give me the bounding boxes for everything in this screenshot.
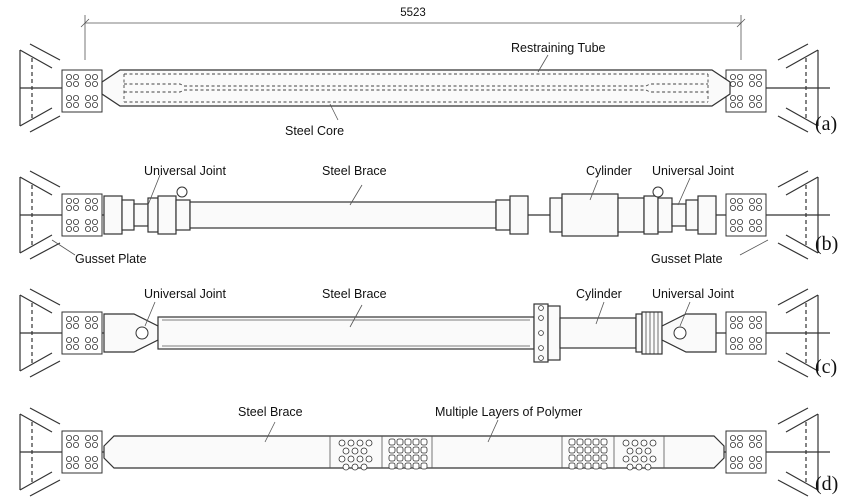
panel-letter-d: (d) [815, 473, 838, 495]
label-steel-brace-b: Steel Brace [322, 164, 387, 178]
panel-letter-c: (c) [815, 356, 837, 378]
panel-d: Steel Brace Multiple Layers of Polymer (… [19, 405, 838, 497]
label-steel-brace-d: Steel Brace [238, 405, 303, 419]
label-universal-joint-left: Universal Joint [144, 164, 227, 178]
label-restraining-tube: Restraining Tube [511, 41, 606, 55]
panel-letter-b: (b) [815, 233, 838, 255]
label-universal-joint-c-left: Universal Joint [144, 287, 227, 301]
panel-letter-a: (a) [815, 113, 837, 135]
dimension-label: 5523 [400, 7, 426, 19]
panel-c: Universal Joint Steel Brace Cylinder Uni… [19, 287, 837, 378]
label-steel-core: Steel Core [285, 124, 344, 138]
label-steel-brace-c: Steel Brace [322, 287, 387, 301]
label-universal-joint-right: Universal Joint [652, 164, 735, 178]
label-cylinder-c: Cylinder [576, 287, 622, 301]
label-gusset-plate-left: Gusset Plate [75, 252, 147, 266]
label-universal-joint-c-right: Universal Joint [652, 287, 735, 301]
label-cylinder-b: Cylinder [586, 164, 632, 178]
panel-b: Universal Joint Steel Brace Cylinder Uni… [19, 164, 838, 266]
label-gusset-plate-right: Gusset Plate [651, 252, 723, 266]
panel-a: 5523 Restraining Tube Steel Core (a) [19, 7, 837, 138]
label-multiple-layers-polymer: Multiple Layers of Polymer [435, 405, 582, 419]
